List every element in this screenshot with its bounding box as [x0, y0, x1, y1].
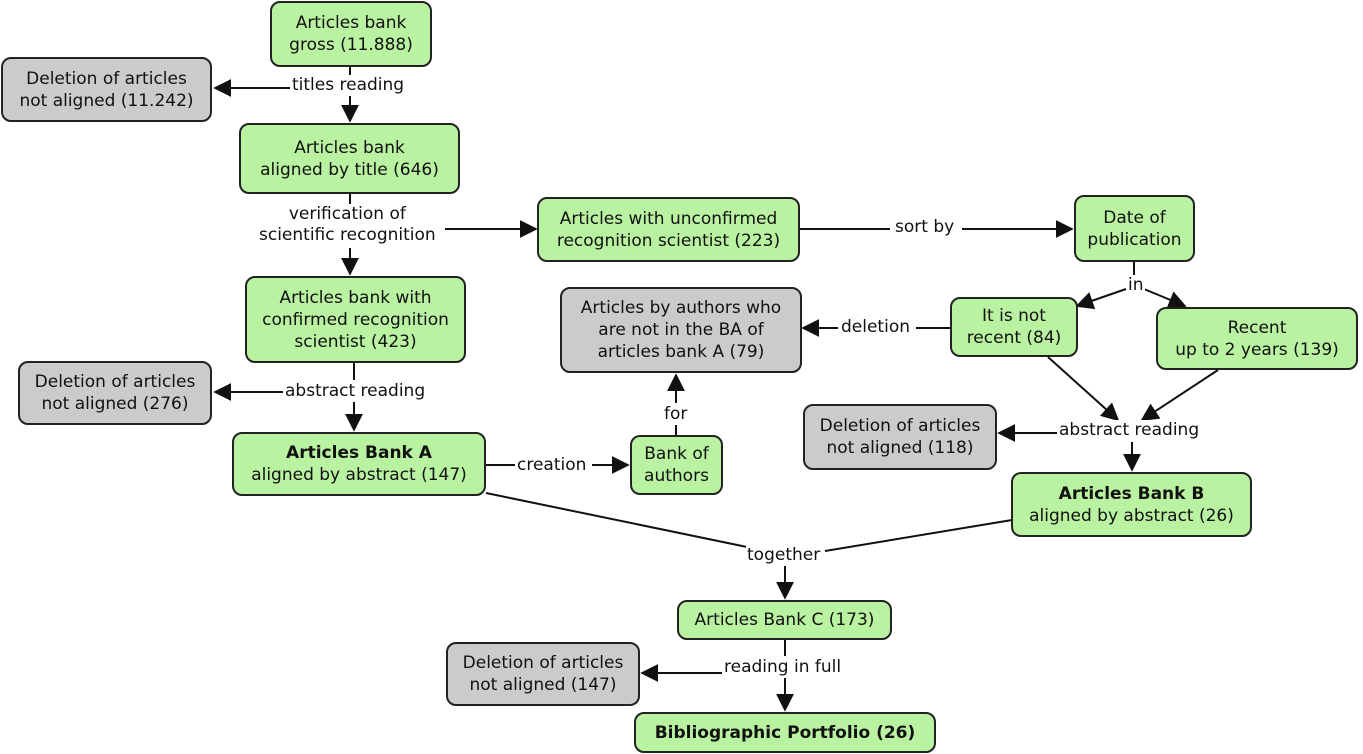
- node-text: Articles bank: [295, 13, 407, 33]
- label-reading-in-full: reading in full: [723, 657, 843, 678]
- node-text: not aligned (11.242): [19, 90, 194, 111]
- arrow-recent-to-abstract: [1140, 369, 1219, 421]
- node-text: publication: [1087, 229, 1182, 250]
- node-articles-bank-c: Articles Bank C (173): [677, 600, 892, 640]
- node-text: Articles with unconfirmed: [559, 208, 778, 229]
- node-text: aligned by title (646): [260, 159, 439, 180]
- line-bank-a-to-together: [485, 492, 748, 548]
- node-text: authors: [644, 466, 709, 486]
- node-articles-bank-a: Articles Bank A aligned by abstract (147…: [232, 432, 486, 496]
- node-deletion-118: Deletion of articles not aligned (118): [803, 404, 997, 470]
- node-confirmed-recognition: Articles bank with confirmed recognition…: [245, 276, 466, 363]
- node-text: Bank of: [644, 444, 709, 464]
- label-for: for: [663, 404, 689, 425]
- node-aligned-by-title: Articles bank aligned by title (646): [239, 123, 460, 194]
- node-text: Deletion of articles: [819, 416, 981, 436]
- node-text: Deletion of articles: [462, 653, 624, 673]
- node-articles-bank-b: Articles Bank B aligned by abstract (26): [1011, 472, 1252, 537]
- node-articles-by-authors: Articles by authors who are not in the B…: [560, 287, 802, 373]
- node-text: gross (11.888): [289, 35, 413, 55]
- node-bank-of-authors: Bank of authors: [630, 435, 723, 495]
- node-title: Bibliographic Portfolio (26): [654, 722, 916, 743]
- label-in: in: [1127, 275, 1145, 296]
- label-text: scientific recognition: [259, 225, 436, 245]
- node-recent: Recent up to 2 years (139): [1156, 307, 1358, 370]
- node-text: not aligned (118): [826, 438, 974, 458]
- node-text: Recent: [1227, 317, 1287, 338]
- label-creation: creation: [516, 455, 588, 476]
- line-bank-b-to-together: [824, 519, 1013, 552]
- node-text: aligned by abstract (26): [1029, 505, 1234, 526]
- node-text: aligned by abstract (147): [251, 465, 467, 485]
- node-text: Deletion of articles: [26, 68, 187, 89]
- node-text: up to 2 years (139): [1175, 339, 1339, 360]
- node-text: not aligned (147): [469, 675, 617, 695]
- label-sort-by: sort by: [894, 217, 956, 238]
- label-verification: verification of scientific recognition: [258, 204, 437, 246]
- label-deletion: deletion: [840, 317, 911, 338]
- node-unconfirmed-recognition: Articles with unconfirmed recognition sc…: [537, 197, 800, 262]
- node-title: Articles Bank A: [286, 443, 432, 463]
- node-articles-bank-gross: Articles bank gross (11.888): [270, 1, 432, 67]
- label-text: verification of: [288, 204, 406, 224]
- node-deletion-titles: Deletion of articles not aligned (11.242…: [1, 57, 212, 122]
- node-text: articles bank A (79): [597, 342, 765, 362]
- node-text: confirmed recognition: [262, 309, 449, 330]
- node-deletion-147: Deletion of articles not aligned (147): [446, 642, 640, 706]
- node-text: are not in the BA of: [598, 320, 764, 340]
- node-text: recent (84): [966, 328, 1062, 348]
- label-together: together: [746, 545, 822, 566]
- node-title: Articles Bank B: [1058, 483, 1205, 504]
- node-deletion-276: Deletion of articles not aligned (276): [18, 361, 212, 425]
- label-abstract-reading-right: abstract reading: [1058, 420, 1201, 441]
- node-text: Articles by authors who: [580, 298, 782, 318]
- node-text: Deletion of articles: [34, 372, 196, 392]
- node-text: It is not: [982, 306, 1046, 326]
- node-not-recent: It is not recent (84): [950, 297, 1078, 357]
- label-abstract-reading-left: abstract reading: [284, 381, 427, 402]
- node-text: recognition scientist (223): [556, 230, 781, 251]
- node-text: Articles bank with: [279, 287, 432, 308]
- node-text: scientist (423): [294, 331, 417, 352]
- node-text: Articles bank: [294, 137, 405, 158]
- node-text: Date of: [1103, 207, 1166, 228]
- label-titles-reading: titles reading: [291, 75, 406, 96]
- node-bibliographic-portfolio: Bibliographic Portfolio (26): [634, 712, 936, 753]
- arrow-not-recent-to-abstract: [1047, 356, 1120, 422]
- node-text: Articles Bank C (173): [694, 610, 875, 630]
- node-date-of-publication: Date of publication: [1074, 195, 1195, 262]
- node-text: not aligned (276): [41, 394, 189, 414]
